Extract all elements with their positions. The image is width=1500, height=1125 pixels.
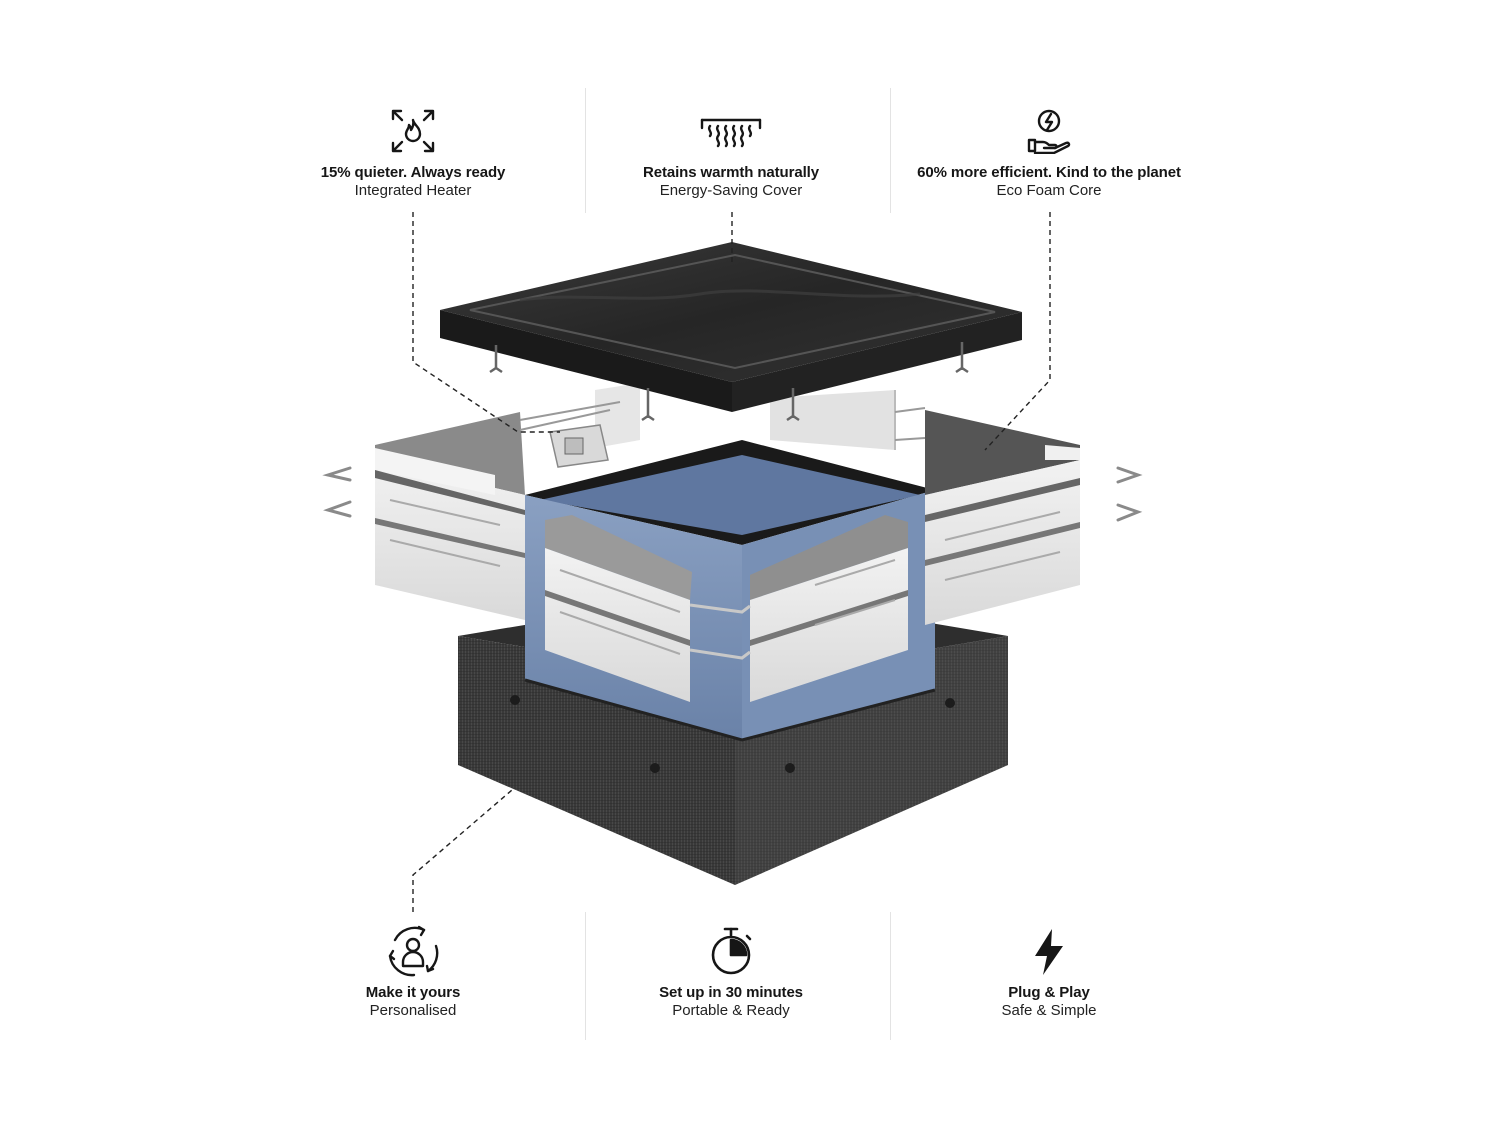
divider-bottom-right [890,912,891,1040]
feature-headline: Make it yours [365,984,461,1001]
feature-subtitle: Eco Foam Core [996,182,1102,199]
foam-blocks-back [595,383,896,450]
energy-saving-cover [440,242,1022,412]
heat-waves-icon [700,118,762,148]
feature-headline: 60% more efficient. Kind to the planet [917,164,1181,181]
feature-energy-saving-cover: Retains warmth naturally Energy-Saving C… [581,108,881,200]
feature-integrated-heater: 15% quieter. Always ready Integrated Hea… [263,108,563,200]
feature-subtitle: Integrated Heater [354,182,472,199]
feature-subtitle: Safe & Simple [1001,1002,1097,1019]
feature-safe-simple: Plug & Play Safe & Simple [899,928,1199,1020]
cover-straps [489,342,969,422]
person-cycle-icon [388,925,439,977]
side-clips [322,466,1143,522]
foam-panel-front-right [750,515,908,702]
feature-headline: Plug & Play [1008,984,1090,1001]
divider-bottom-left [585,912,586,1040]
feature-subtitle: Energy-Saving Cover [659,182,803,199]
feature-headline: Set up in 30 minutes [659,984,803,1001]
feature-personalised: Make it yours Personalised [263,924,563,1020]
divider-top-right [890,88,891,213]
feature-headline: Retains warmth naturally [643,164,819,181]
feature-headline: 15% quieter. Always ready [320,164,506,181]
rim-ring [689,603,751,660]
expand-flame-icon [391,109,435,153]
feature-subtitle: Personalised [369,1002,457,1019]
feature-portable-ready: Set up in 30 minutes Portable & Ready [581,926,881,1020]
hand-energy-icon [1027,109,1071,154]
lightning-bolt-icon [1035,929,1063,975]
tension-rods [519,401,926,441]
stopwatch-icon [711,927,752,975]
foam-panel-front-left [545,515,692,702]
callout-lines [412,212,1051,912]
heater-unit [549,424,609,468]
foam-panel-left [375,412,525,620]
divider-top-left [585,88,586,213]
foam-panel-right [925,410,1080,625]
feature-subtitle: Portable & Ready [672,1002,790,1019]
feature-eco-foam-core: 60% more efficient. Kind to the planet E… [899,108,1199,200]
